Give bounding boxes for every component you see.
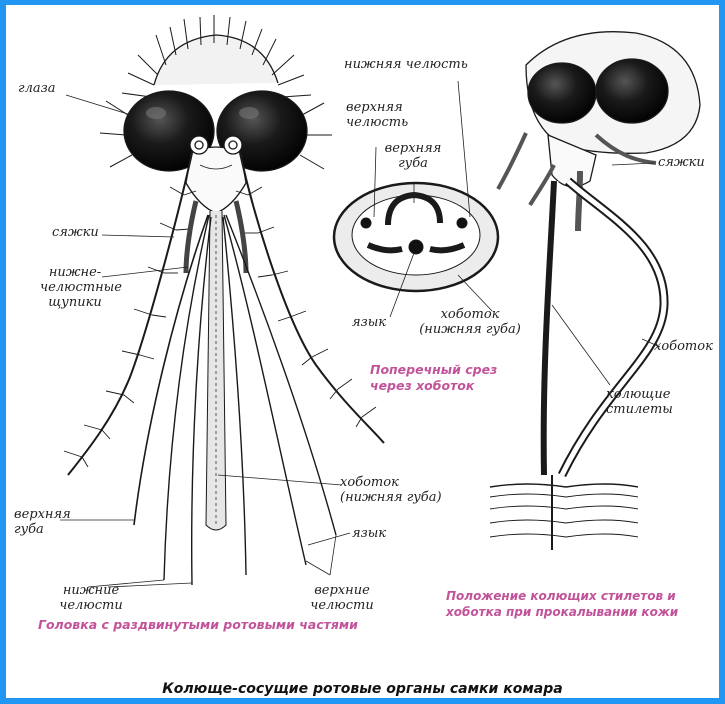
label-section-labrum-line1: верхняя (378, 141, 448, 156)
label-side-stylets: колющие стилеты (606, 387, 673, 417)
label-eyes: глаза (18, 81, 55, 96)
label-section-proboscis-line1: хоботок (418, 307, 522, 322)
label-maxillary-palps-line1: нижне- (40, 265, 110, 280)
caption-cross-section: Поперечный срез через хоботок (370, 362, 497, 394)
label-mandibles: верхние челюсти (304, 583, 380, 613)
caption-cross-section-line2: через хоботок (370, 378, 497, 394)
caption-head: Головка с раздвинутыми ротовыми частями (38, 617, 358, 633)
label-section-tongue: язык (352, 315, 386, 330)
label-labrum-line2: губа (14, 522, 71, 537)
label-section-mandible-line2: челюсть (346, 115, 408, 130)
label-mandibles-line1: верхние (304, 583, 380, 598)
caption-position-line1: Положение колющих стилетов и (446, 588, 678, 604)
caption-cross-section-line1: Поперечный срез (370, 362, 497, 378)
label-maxillary-palps-line3: щупики (40, 295, 110, 310)
label-proboscis: хоботок (нижняя губа) (340, 475, 442, 505)
label-maxillae-line2: челюсти (58, 598, 124, 613)
label-section-mandible: верхняя челюсть (346, 100, 408, 130)
label-maxillary-palps: нижне- челюстные щупики (40, 265, 110, 310)
figure-title: Колюще-сосущие ротовые органы самки кома… (6, 681, 719, 697)
label-section-maxilla: нижняя челюсть (344, 57, 468, 72)
label-section-proboscis: хоботок (нижняя губа) (418, 307, 522, 337)
label-maxillary-palps-line2: челюстные (40, 280, 110, 295)
label-section-labrum-line2: губа (378, 156, 448, 171)
head-side-view (490, 32, 700, 550)
label-side-proboscis: хоботок (654, 339, 713, 354)
label-labrum-line1: верхняя (14, 507, 71, 522)
label-antennae: сяжки (52, 225, 99, 240)
label-section-proboscis-line2: (нижняя губа) (418, 322, 522, 337)
label-side-stylets-line1: колющие (606, 387, 673, 402)
proboscis-cross-section (334, 183, 498, 291)
caption-position-line2: хоботка при прокалывании кожи (446, 604, 678, 620)
label-section-mandible-line1: верхняя (346, 100, 408, 115)
label-maxillae-line1: нижние (58, 583, 124, 598)
label-proboscis-line1: хоботок (340, 475, 442, 490)
label-side-antennae: сяжки (658, 155, 705, 170)
label-maxillae: нижние челюсти (58, 583, 124, 613)
label-section-labrum: верхняя губа (378, 141, 448, 171)
label-labrum: верхняя губа (14, 507, 71, 537)
label-proboscis-line2: (нижняя губа) (340, 490, 442, 505)
label-tongue: язык (352, 526, 386, 541)
caption-position: Положение колющих стилетов и хоботка при… (446, 588, 678, 620)
label-mandibles-line2: челюсти (304, 598, 380, 613)
head-front-view (64, 15, 384, 585)
label-side-stylets-line2: стилеты (606, 402, 673, 417)
